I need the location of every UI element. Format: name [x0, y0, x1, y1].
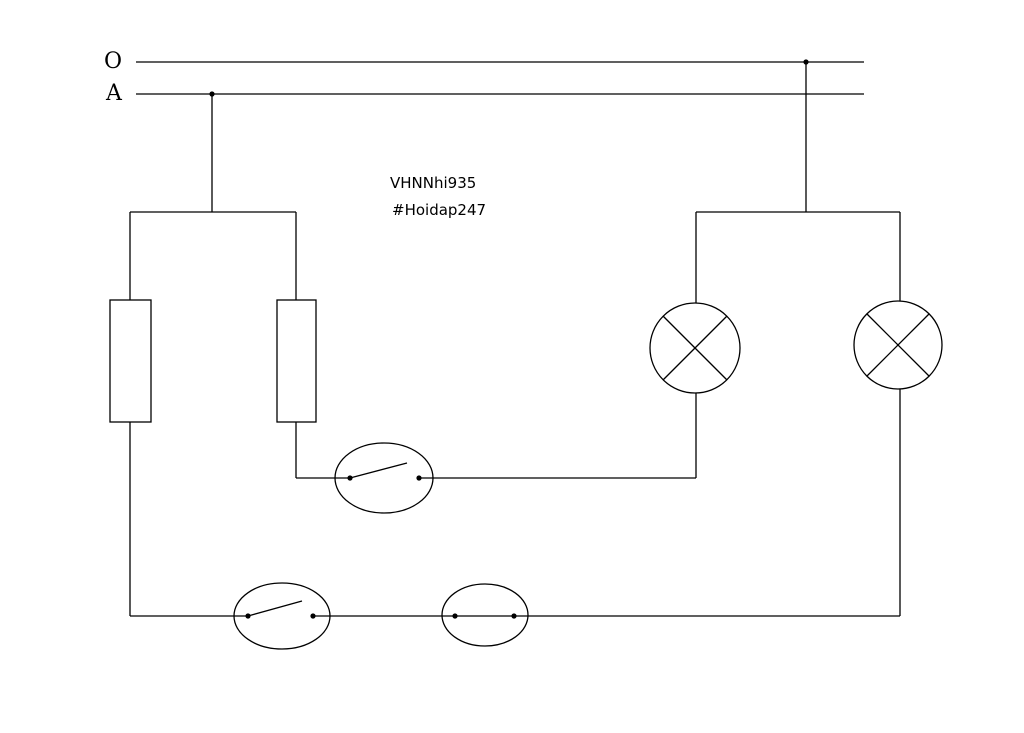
upper-loop-wires [295, 393, 697, 479]
fuse-left [109, 299, 152, 423]
lamp-right [853, 300, 943, 390]
left-branch-wires [129, 94, 297, 300]
lamp-left [649, 302, 741, 394]
rail-label-a: A [105, 81, 123, 106]
fuse-right [276, 299, 317, 423]
watermark-tag: #Hoidap247 [392, 201, 486, 219]
rail-label-o: O [104, 49, 122, 74]
switch-bottom-open [233, 582, 331, 650]
switch-bottom-closed [441, 583, 529, 647]
bottom-loop-wires [129, 389, 901, 617]
switch-upper-open [334, 442, 434, 514]
right-branch-wires [695, 62, 901, 303]
watermark-author: VHNNhi935 [390, 174, 476, 192]
